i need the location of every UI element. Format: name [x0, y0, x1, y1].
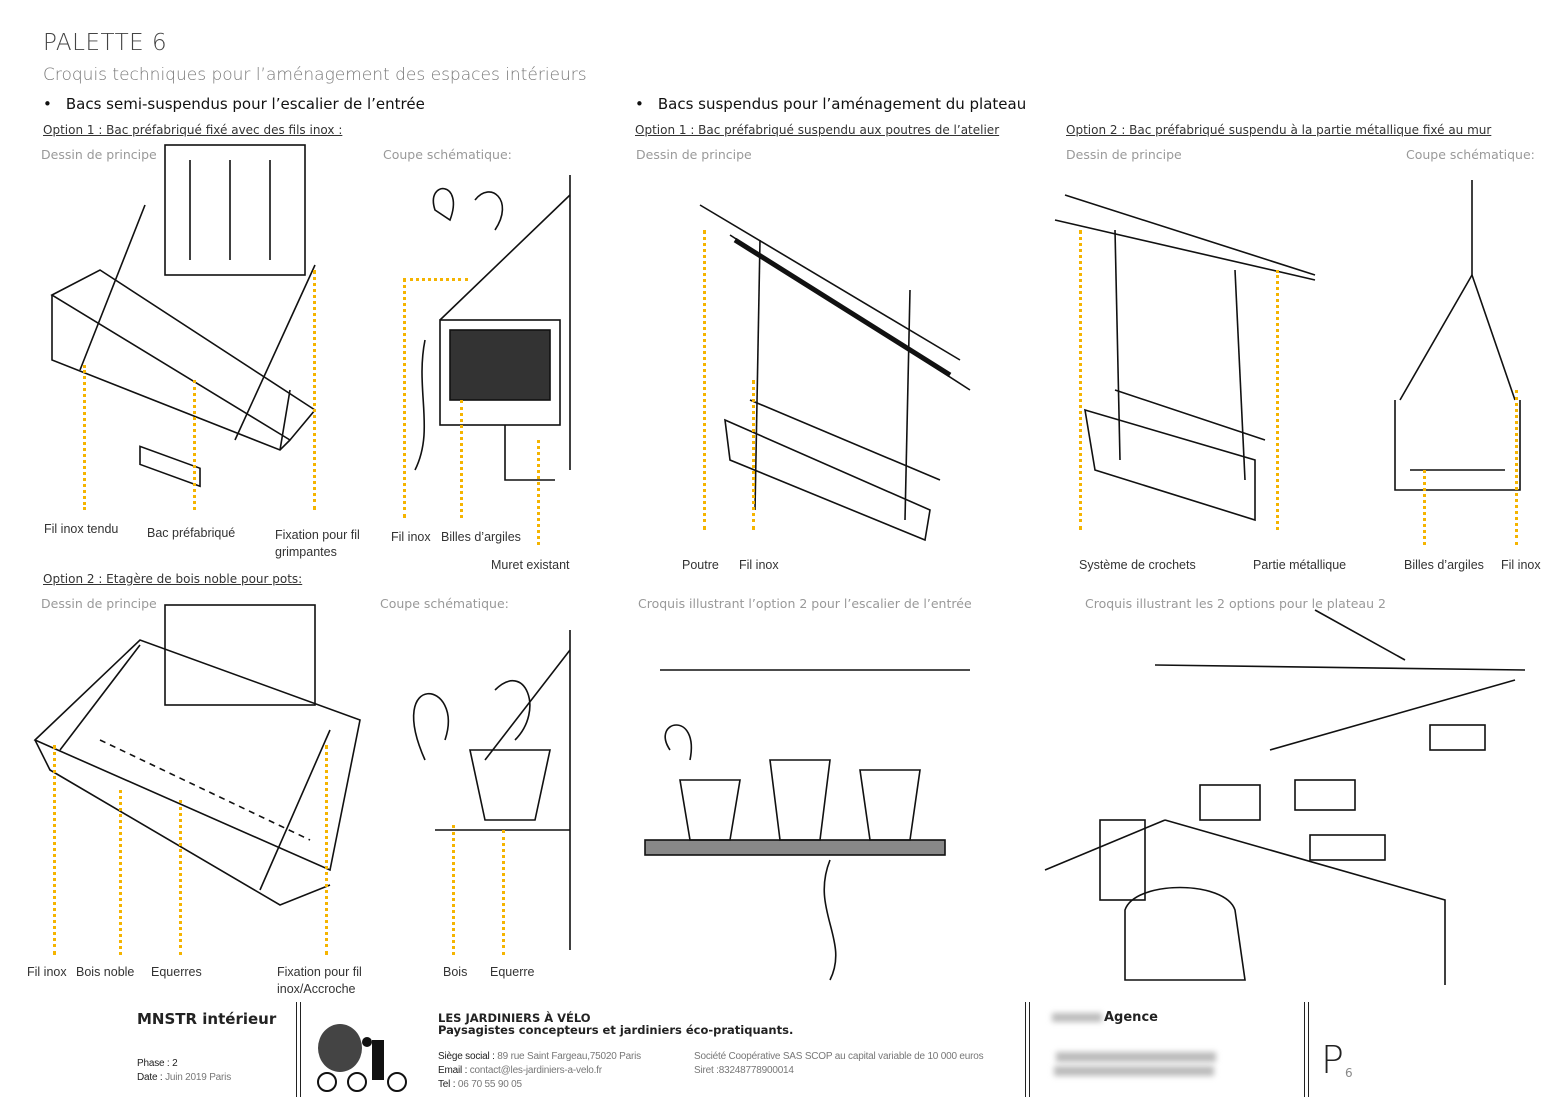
tel-value: 06 70 55 90 05	[457, 1079, 522, 1090]
page-number: 6	[1345, 1066, 1353, 1080]
company-tagline: Paysagistes concepteurs et jardiniers éc…	[438, 1023, 794, 1037]
caption-principe: Dessin de principe	[41, 596, 157, 611]
company-name: LES JARDINIERS À VÉLO	[438, 1011, 591, 1025]
label-fil-inox-tendu: Fil inox tendu	[44, 522, 119, 536]
agence-name: Agence	[1104, 1010, 1158, 1025]
sketch-right-option2-coupe	[1394, 180, 1521, 491]
label-fil-inox: Fil inox	[1501, 558, 1541, 572]
page-subtitle: Croquis techniques pour l’aménagement de…	[43, 65, 587, 85]
left-option1: Option 1 : Bac préfabriqué fixé avec des…	[43, 123, 343, 137]
phase-label: Phase :	[137, 1058, 173, 1069]
section-left-title: Bacs semi-suspendus pour l’escalier de l…	[43, 95, 425, 113]
siege-label: Siège social :	[438, 1051, 498, 1062]
label-billes: Billes d’argiles	[1404, 558, 1484, 572]
sketch-option2-coupe	[412, 630, 571, 950]
caption-coupe: Coupe schématique:	[1406, 147, 1535, 162]
sketch-option2-principe	[33, 604, 361, 906]
societe-info: Société Coopérative SAS SCOP au capital …	[694, 1051, 984, 1062]
section-right-title: Bacs suspendus pour l’aménagement du pla…	[635, 95, 1026, 113]
tel-label: Tel :	[438, 1079, 458, 1090]
label-fil-inox: Fil inox	[391, 530, 431, 544]
label-partie-metallique: Partie métallique	[1253, 558, 1347, 572]
label-fixation-grimpantes: Fixation pour fil grimpantes	[275, 528, 360, 559]
caption-coupe: Coupe schématique:	[383, 147, 512, 162]
left-option2: Option 2 : Etagère de bois noble pour po…	[43, 572, 303, 586]
sketch-croquis-escalier	[644, 669, 970, 981]
sketch-right-option2-principe	[1054, 194, 1316, 522]
sketch-option1-principe	[50, 144, 317, 488]
caption-principe: Dessin de principe	[636, 147, 752, 162]
label-bac-prefabrique: Bac préfabriqué	[147, 526, 236, 540]
client-name: MNSTR intérieur	[137, 1010, 277, 1028]
siret: Siret :83248778900014	[694, 1065, 794, 1076]
label-equerres: Equerres	[151, 965, 202, 979]
label-muret: Muret existant	[491, 558, 570, 572]
label-crochets: Système de crochets	[1079, 558, 1196, 572]
label-bois: Bois	[443, 965, 468, 979]
page-letter: P	[1321, 1038, 1344, 1082]
caption-croquis-escalier: Croquis illustrant l’option 2 pour l’esc…	[638, 596, 972, 611]
caption-coupe: Coupe schématique:	[380, 596, 509, 611]
caption-croquis-plateau: Croquis illustrant les 2 options pour le…	[1085, 596, 1386, 611]
date-label: Date :	[137, 1072, 166, 1083]
sketch-right-option1-principe	[699, 204, 971, 542]
right-option2: Option 2 : Bac préfabriqué suspendu à la…	[1066, 123, 1492, 137]
label-fixation-accroche: Fixation pour fil inox/Accroche	[277, 965, 362, 996]
caption-principe: Dessin de principe	[1066, 147, 1182, 162]
siege-address: 89 rue Saint Fargeau,75020 Paris	[497, 1051, 641, 1062]
page-title: PALETTE 6	[43, 30, 168, 56]
email-label: Email :	[438, 1065, 470, 1076]
label-fil-inox: Fil inox	[27, 965, 67, 979]
email-value[interactable]: contact@les-jardiniers-a-velo.fr	[469, 1065, 602, 1076]
right-option1: Option 1 : Bac préfabriqué suspendu aux …	[635, 123, 1000, 137]
phase-value: 2	[172, 1058, 178, 1069]
label-bois-noble: Bois noble	[76, 965, 135, 979]
caption-principe: Dessin de principe	[41, 147, 157, 162]
label-billes: Billes d’argiles	[441, 530, 521, 544]
label-poutre: Poutre	[682, 558, 719, 572]
date-value: Juin 2019 Paris	[165, 1072, 231, 1083]
label-equerre: Equerre	[490, 965, 535, 979]
sketch-option1-coupe	[414, 175, 571, 481]
sketch-croquis-plateau	[1044, 609, 1526, 985]
label-fil-inox: Fil inox	[739, 558, 779, 572]
company-logo	[317, 1024, 407, 1092]
